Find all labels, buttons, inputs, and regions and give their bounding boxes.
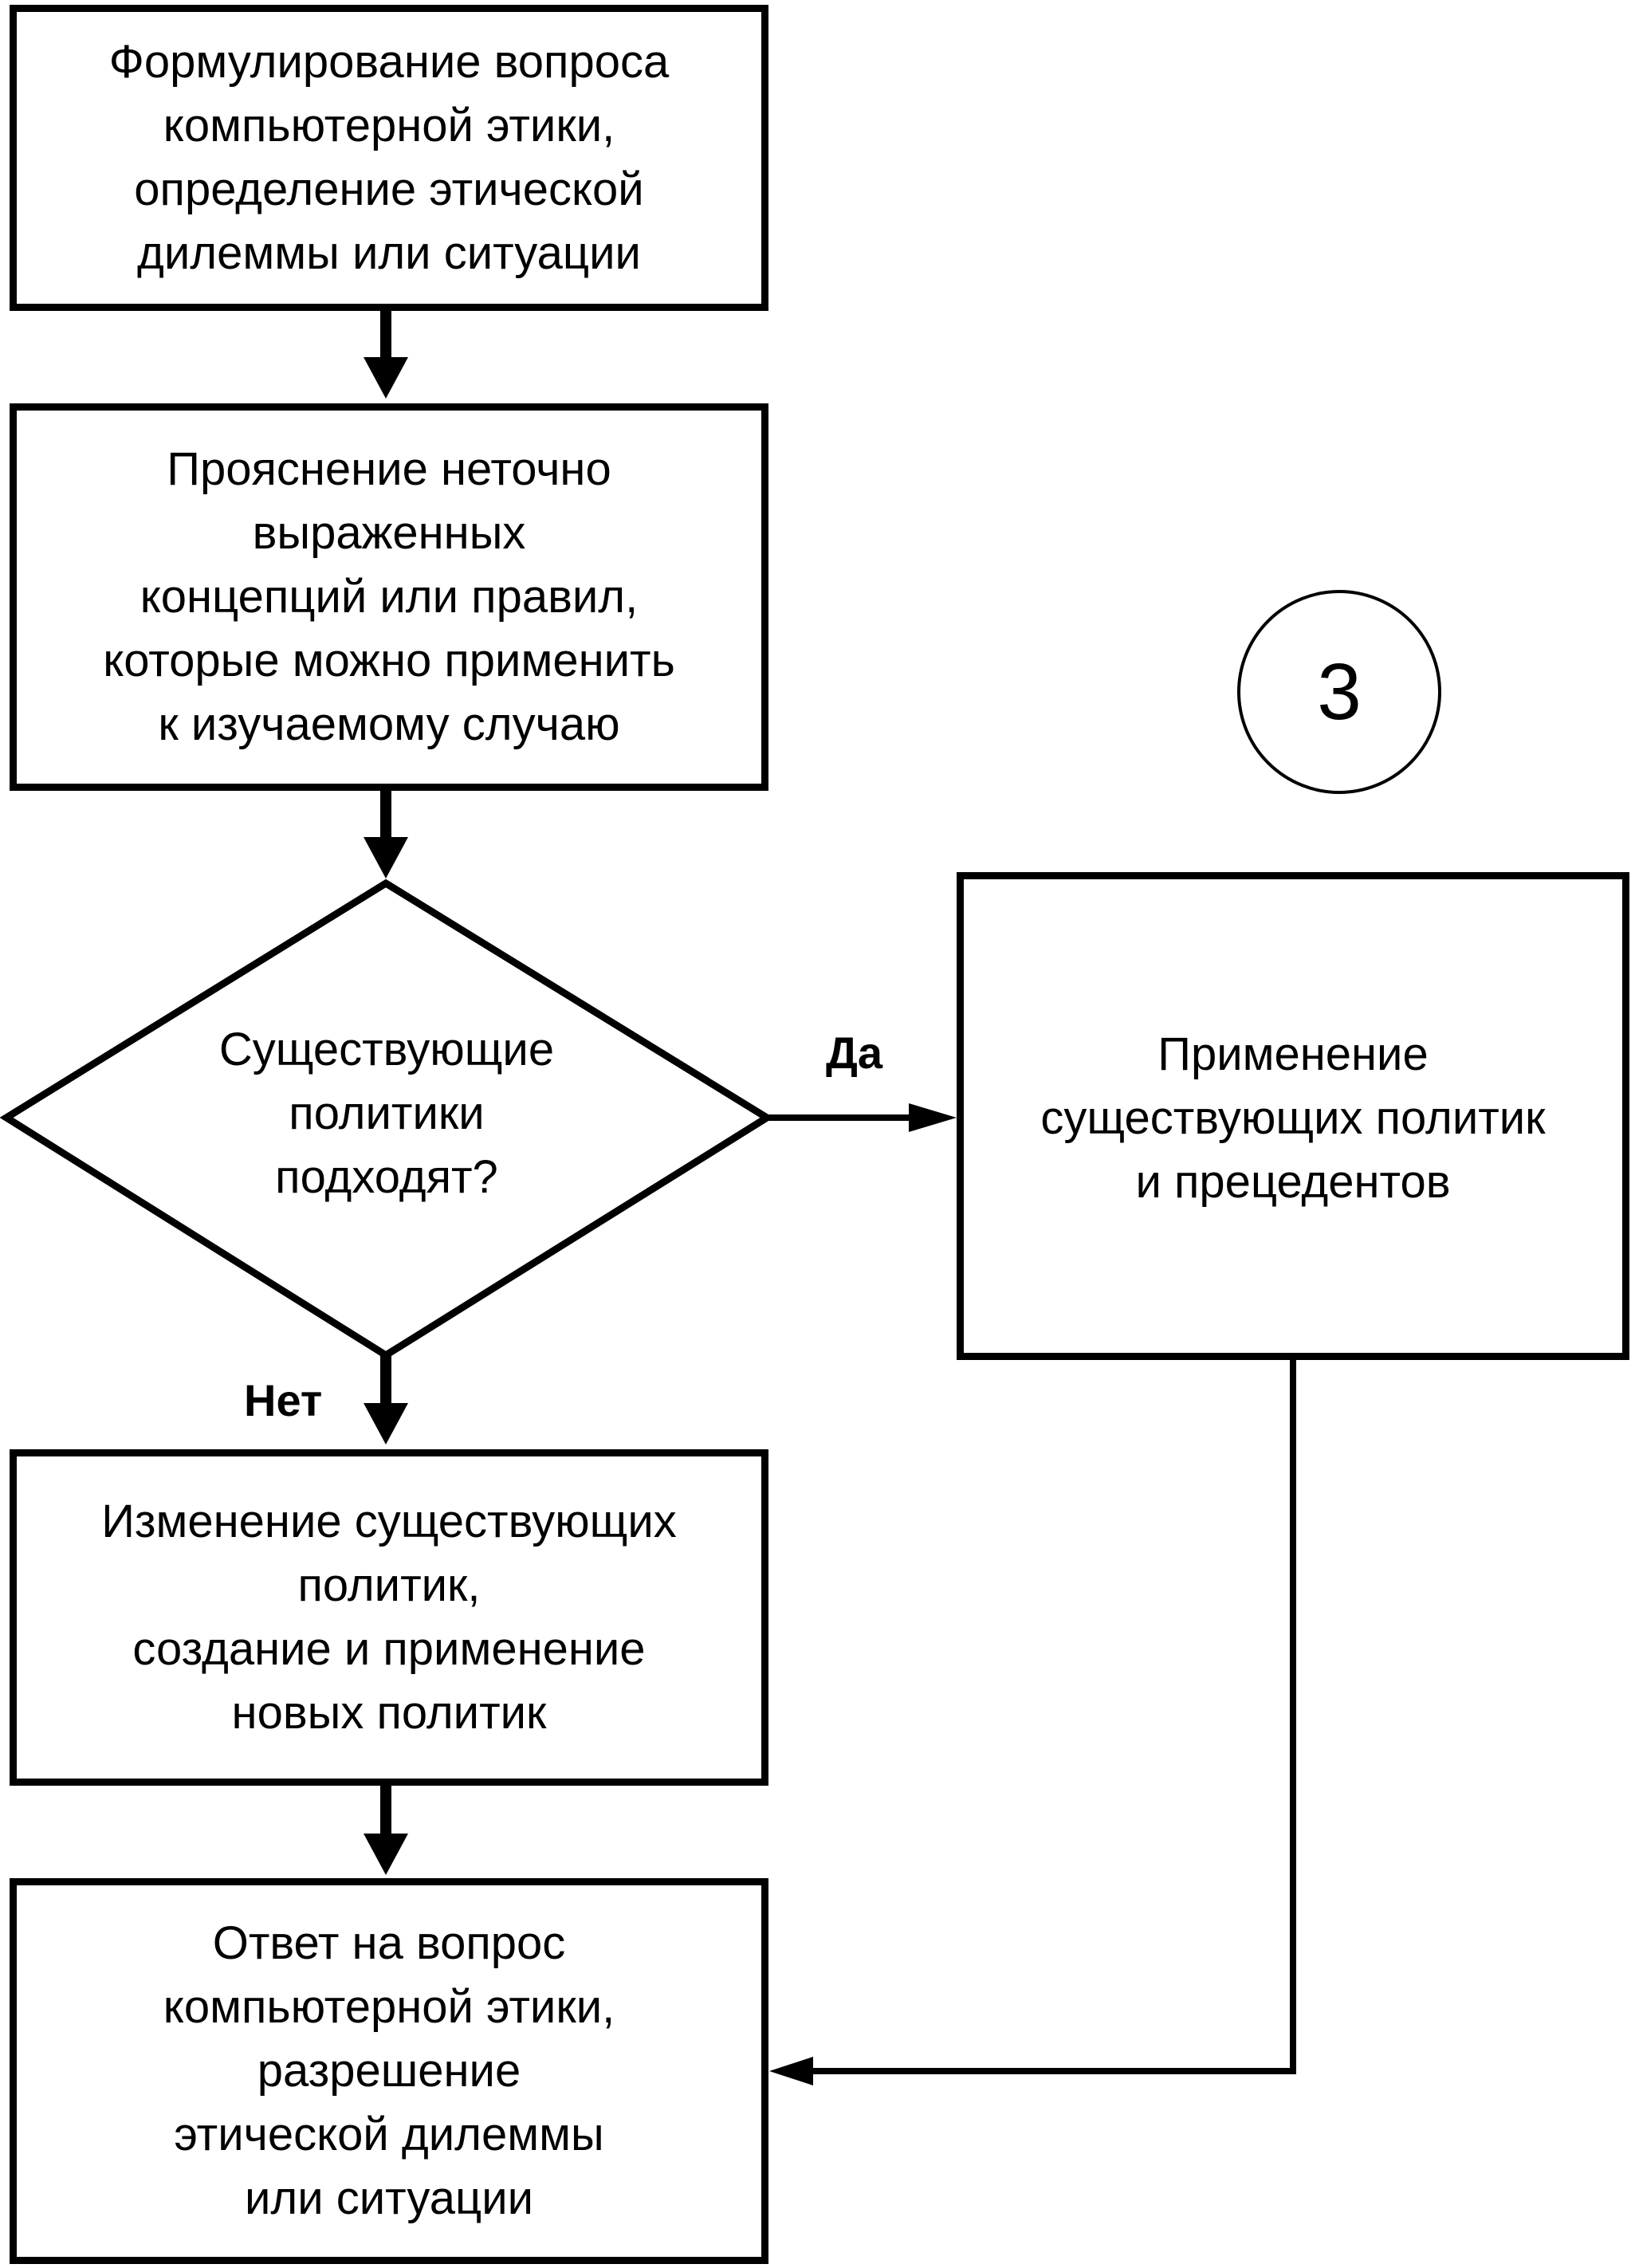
- arrowhead-clarify-decision: [364, 837, 408, 879]
- node-answer: Ответ на вопрос компьютерной этики, разр…: [10, 1878, 768, 2264]
- arrowhead-apply-answer: [769, 2057, 813, 2085]
- node-apply: Применение существующих политик и прецед…: [957, 872, 1629, 1360]
- node-formulate-label: Формулирование вопроса компьютерной этик…: [108, 36, 670, 279]
- node-answer-label: Ответ на вопрос компьютерной этики, разр…: [163, 1917, 615, 2224]
- node-modify-label: Изменение существующих политик, создание…: [101, 1496, 677, 1739]
- arrowhead-decision-apply: [909, 1103, 957, 1132]
- edge-label-no: Нет: [244, 1375, 323, 1425]
- edge-apply-answer: [813, 1360, 1296, 2074]
- edge-label-yes: Да: [826, 1028, 883, 1078]
- node-decision-label: Существующие политики подходят?: [218, 1024, 555, 1203]
- arrowhead-modify-answer: [364, 1834, 408, 1875]
- arrowhead-formulate-clarify: [364, 357, 408, 399]
- node-clarify-label: Прояснение неточно выраженных концепций …: [103, 443, 675, 750]
- figure-number-badge: 3: [1237, 590, 1441, 794]
- node-formulate: Формулирование вопроса компьютерной этик…: [10, 5, 768, 311]
- node-modify: Изменение существующих политик, создание…: [10, 1449, 768, 1786]
- arrowhead-decision-modify: [364, 1403, 408, 1445]
- node-apply-label: Применение существующих политик и прецед…: [1040, 1028, 1546, 1208]
- node-clarify: Прояснение неточно выраженных концепций …: [10, 403, 768, 791]
